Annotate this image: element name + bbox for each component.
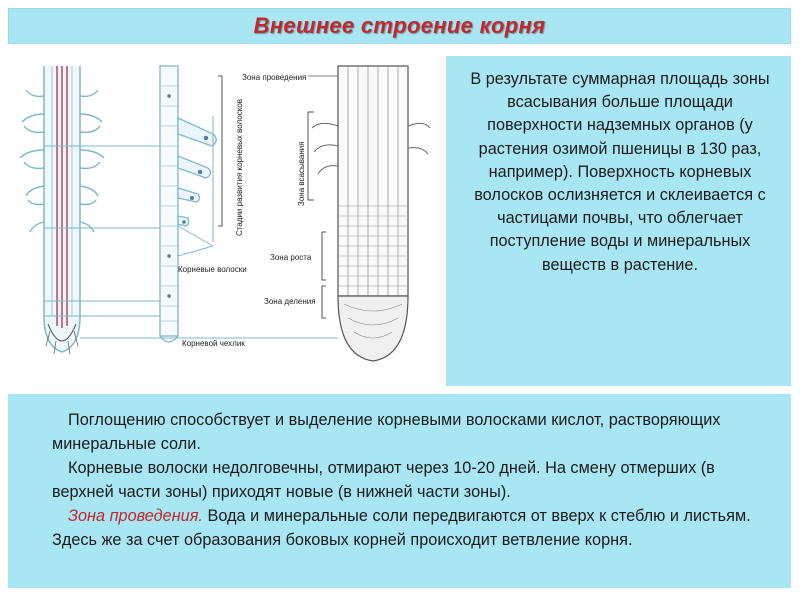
right-text-panel: В результате суммарная площадь зоны всас… bbox=[446, 56, 791, 386]
bottom-text-panel: Поглощению способствует и выделение корн… bbox=[8, 394, 791, 588]
page-title: Внешнее строение корня bbox=[254, 13, 546, 39]
root-figure: Зона проведения Зона всасывания Зона рос… bbox=[8, 56, 434, 386]
title-bar: Внешнее строение корня bbox=[8, 8, 791, 44]
label-conduction-zone: Зона проведения bbox=[242, 73, 306, 82]
root-diagram: Зона проведения Зона всасывания Зона рос… bbox=[8, 56, 434, 386]
right-paragraph: В результате суммарная площадь зоны всас… bbox=[462, 68, 778, 277]
label-growth-zone: Зона роста bbox=[270, 253, 312, 262]
label-absorption-zone: Зона всасывания bbox=[297, 141, 306, 206]
conduction-zone-highlight: Зона проведения. bbox=[68, 507, 203, 525]
root-cellular-tip bbox=[312, 66, 430, 361]
paragraph-absorption: Поглощению способствует и выделение корн… bbox=[52, 408, 752, 456]
paragraph-root-hairs: Корневые волоски недолговечны, отмирают … bbox=[52, 456, 752, 504]
root-longitudinal bbox=[20, 66, 104, 354]
label-root-hairs: Корневые волоски bbox=[178, 265, 247, 274]
root-hair-column bbox=[160, 66, 216, 342]
label-root-cap: Корневой чехлик bbox=[182, 339, 245, 348]
paragraph-conduction: Зона проведения. Вода и минеральные соли… bbox=[52, 504, 752, 552]
label-division-zone: Зона деления bbox=[264, 297, 316, 306]
label-root-hair-stages: Стадии развития корневых волосков bbox=[235, 99, 244, 236]
